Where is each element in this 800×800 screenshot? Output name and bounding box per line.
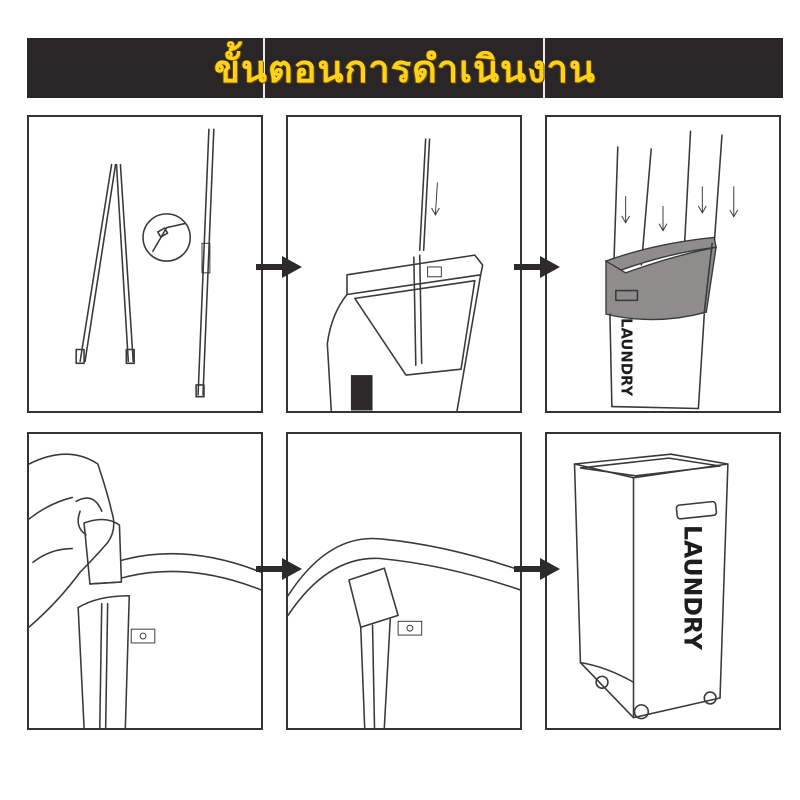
hand-clip-illustration (29, 453, 261, 728)
step-4-panel (27, 432, 263, 730)
step-3-panel: LAUNDRY (545, 115, 781, 413)
rods-illustration (75, 128, 215, 398)
laundry-label: LAUNDRY (618, 318, 635, 396)
right-arrow-icon (256, 558, 302, 580)
step-1-panel (27, 115, 263, 413)
right-arrow-icon (514, 558, 560, 580)
step-5-panel (286, 432, 522, 730)
step-2-panel (286, 115, 522, 413)
banner-divider (543, 38, 545, 98)
step-6-panel: LAUNDRY (545, 432, 781, 730)
title-banner: ขั้นตอนการดำเนินงาน (27, 38, 783, 98)
frame-assembly-illustration: LAUNDRY (605, 130, 739, 410)
insert-rod-illustration (326, 138, 484, 411)
right-arrow-icon (256, 256, 302, 278)
laundry-label: LAUNDRY (679, 525, 707, 651)
banner-divider (263, 38, 265, 98)
pocket-detail-illustration (288, 537, 520, 728)
right-arrow-icon (514, 256, 560, 278)
banner-title: ขั้นตอนการดำเนินงาน (213, 46, 596, 91)
finished-basket-illustration: LAUNDRY (573, 453, 729, 720)
